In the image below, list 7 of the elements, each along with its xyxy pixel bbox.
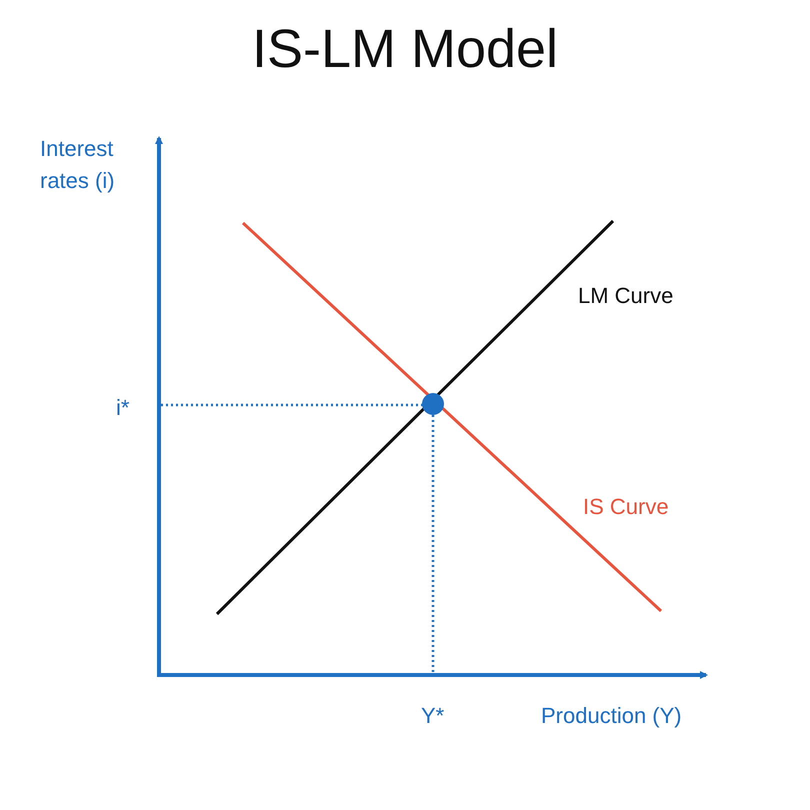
axis-value-label: i* bbox=[116, 394, 130, 422]
axis-label: Production (Y) bbox=[541, 702, 682, 730]
axis-label: Interest rates (i) bbox=[40, 135, 116, 195]
curve-label: IS Curve bbox=[583, 493, 669, 521]
curve-label: LM Curve bbox=[578, 282, 674, 310]
chart-title: IS-LM Model bbox=[250, 18, 560, 80]
axis-value-label: Y* bbox=[421, 702, 444, 730]
